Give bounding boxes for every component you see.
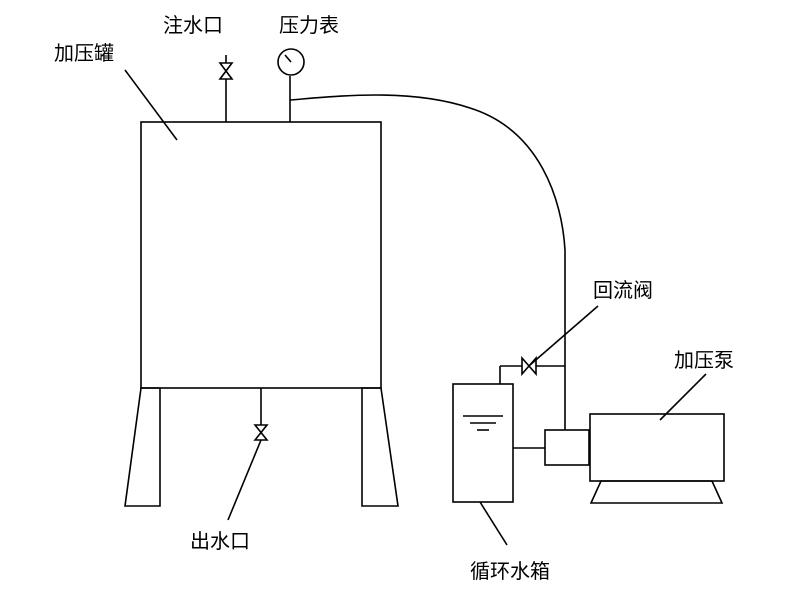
pressure-tank	[140, 121, 382, 389]
label-pump: 加压泵	[674, 348, 734, 372]
label-water-tank: 循环水箱	[470, 559, 550, 583]
leader-return-valve	[529, 305, 599, 366]
label-tank: 加压罐	[54, 41, 114, 65]
leader-pump	[659, 373, 707, 421]
label-inlet: 注水口	[163, 13, 223, 37]
leader-water-tank	[479, 501, 508, 546]
label-outlet: 出水口	[190, 529, 250, 553]
inlet-valve	[218, 62, 234, 80]
outlet-valve	[253, 424, 269, 441]
leader-outlet	[227, 439, 262, 521]
return-valve	[521, 355, 537, 377]
tank-leg-left	[124, 387, 161, 507]
pump-base	[589, 480, 724, 504]
circulating-water-tank	[452, 383, 514, 503]
label-gauge: 压力表	[279, 13, 339, 37]
label-return-valve: 回流阀	[593, 278, 653, 302]
pressure-pump	[589, 413, 725, 482]
leader-tank	[124, 69, 178, 141]
pump-connector	[544, 429, 590, 466]
tank-leg-right	[361, 387, 399, 507]
gauge-needle	[284, 54, 292, 63]
return-hose	[289, 94, 566, 430]
